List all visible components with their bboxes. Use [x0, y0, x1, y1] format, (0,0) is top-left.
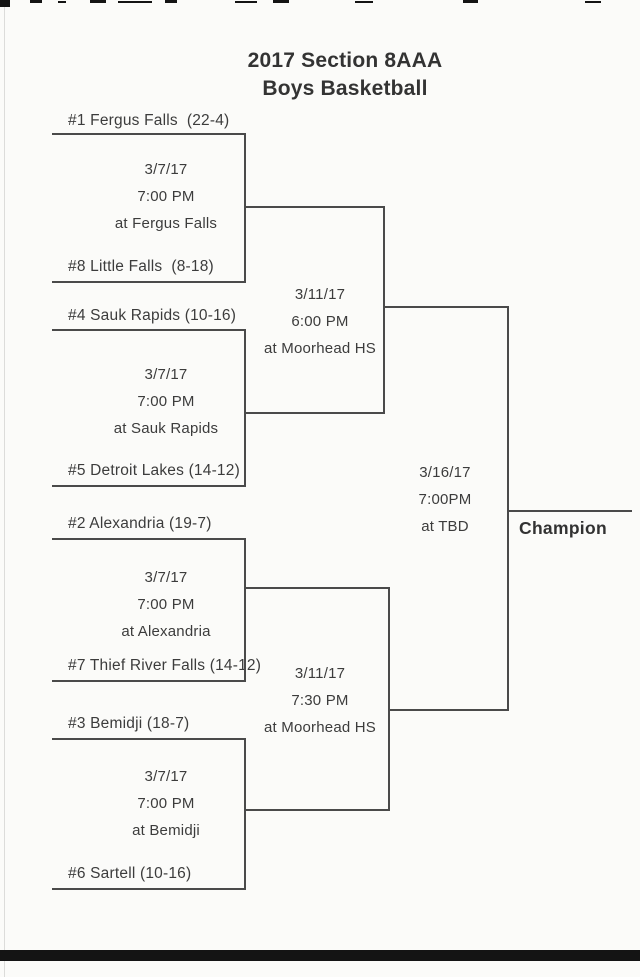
bracket-line-sf2-vertical: [388, 587, 390, 811]
scan-artifact-top: [355, 1, 373, 3]
semifinal1-info: 3/11/17 6:00 PM at Moorhead HS: [220, 281, 420, 362]
scan-artifact-top: [165, 0, 177, 3]
team-seed8-little-falls: #8 Little Falls (8-18): [68, 258, 214, 275]
quarterfinal1-info: 3/7/17 7:00 PM at Fergus Falls: [66, 156, 266, 237]
game-time: 7:00 PM: [137, 393, 195, 410]
semifinal2-info: 3/11/17 7:30 PM at Moorhead HS: [220, 660, 420, 741]
team-seed3-bemidji: #3 Bemidji (18-7): [68, 715, 190, 732]
quarterfinal2-info: 3/7/17 7:00 PM at Sauk Rapids: [66, 361, 266, 442]
game-time: 7:00PM: [418, 491, 472, 508]
game-time: 7:00 PM: [137, 188, 195, 205]
scan-artifact-top: [235, 1, 257, 3]
team-seed6-sartell: #6 Sartell (10-16): [68, 865, 192, 882]
scan-artifact-top: [463, 0, 478, 3]
bracket-line-qf4-winner: [244, 809, 390, 811]
bracket-line-sf2-winner: [388, 709, 509, 711]
bracket-line-seed2-underline: [52, 538, 246, 540]
bracket-line-seed4-underline: [52, 329, 246, 331]
bracket-line-final-vertical: [507, 306, 509, 711]
title-line-1: 2017 Section 8AAA: [247, 49, 443, 72]
bracket-line-seed6-underline: [52, 888, 246, 890]
game-date: 3/7/17: [144, 569, 188, 586]
scan-artifact-top: [30, 0, 42, 3]
bracket-line-qf1-vertical: [244, 133, 246, 283]
game-date: 3/7/17: [144, 768, 188, 785]
game-date: 3/7/17: [144, 161, 188, 178]
bracket-line-qf2-vertical: [244, 329, 246, 487]
game-time: 7:00 PM: [137, 795, 195, 812]
game-location: at Moorhead HS: [263, 719, 377, 736]
game-location: at Sauk Rapids: [113, 420, 219, 437]
final-info: 3/16/17 7:00PM at TBD: [345, 459, 545, 540]
bracket-line-sf1-winner: [383, 306, 509, 308]
title-line-2: Boys Basketball: [262, 77, 428, 100]
champion-label: Champion: [519, 518, 607, 538]
bracket-line-seed3-underline: [52, 738, 246, 740]
scan-artifact-top: [58, 1, 66, 3]
bracket-line-seed1-underline: [52, 133, 246, 135]
game-location: at Bemidji: [132, 822, 200, 839]
bracket-line-qf3-winner: [244, 587, 390, 589]
bracket-line-seed8-underline: [52, 281, 246, 283]
team-seed5-detroit-lakes: #5 Detroit Lakes (14-12): [68, 462, 240, 479]
team-seed7-thief-river-falls: #7 Thief River Falls (14-12): [68, 657, 262, 674]
bracket-line-qf3-vertical: [244, 538, 246, 682]
scan-artifact-top: [118, 1, 152, 3]
bracket-line-sf1-vertical: [383, 206, 385, 414]
game-time: 6:00 PM: [291, 313, 349, 330]
team-seed2-alexandria: #2 Alexandria (19-7): [68, 515, 212, 532]
scan-left-edge-line: [4, 0, 5, 977]
scan-artifact-top: [90, 0, 106, 3]
bracket-line-qf4-vertical: [244, 738, 246, 890]
game-date: 3/7/17: [144, 366, 188, 383]
bracket-line-seed7-underline: [52, 680, 246, 682]
bracket-line-qf1-winner: [244, 206, 385, 208]
team-seed1-fergus-falls: #1 Fergus Falls (22-4): [68, 112, 230, 129]
scan-artifact-top: [585, 1, 601, 3]
quarterfinal3-info: 3/7/17 7:00 PM at Alexandria: [66, 564, 266, 645]
bracket-line-seed5-underline: [52, 485, 246, 487]
game-date: 3/16/17: [419, 464, 471, 481]
scan-artifact-corner: [0, 0, 10, 7]
game-location: at TBD: [421, 518, 469, 535]
game-time: 7:00 PM: [137, 596, 195, 613]
team-seed4-sauk-rapids: #4 Sauk Rapids (10-16): [68, 307, 237, 324]
bracket-line-qf2-winner: [244, 412, 385, 414]
bracket-line-champion: [507, 510, 632, 512]
game-time: 7:30 PM: [291, 692, 349, 709]
scan-artifact-top: [273, 0, 289, 3]
scan-artifact-bottom-bar: [0, 950, 640, 961]
game-location: at Fergus Falls: [114, 215, 218, 232]
game-date: 3/11/17: [294, 665, 346, 682]
game-date: 3/11/17: [294, 286, 346, 303]
quarterfinal4-info: 3/7/17 7:00 PM at Bemidji: [66, 763, 266, 844]
game-location: at Alexandria: [121, 623, 211, 640]
game-location: at Moorhead HS: [263, 340, 377, 357]
page-title: 2017 Section 8AAA Boys Basketball: [110, 47, 580, 103]
